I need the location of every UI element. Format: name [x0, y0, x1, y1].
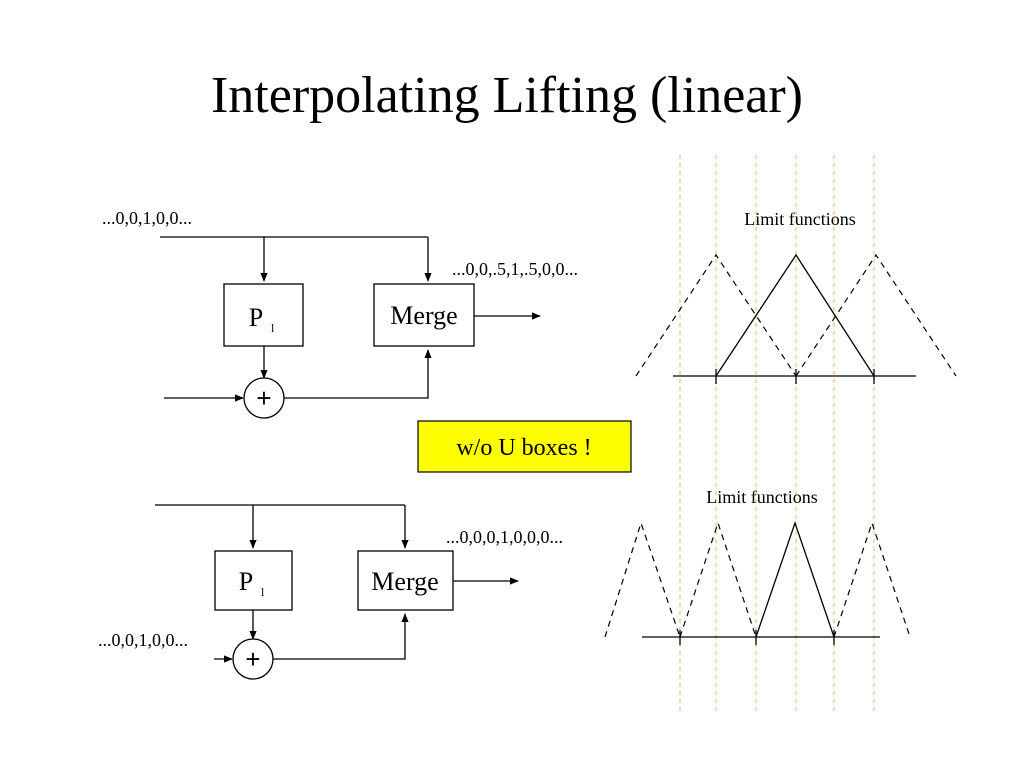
- bottom-lifting-diagram: P l Merge ...0,0,0,1,0,0,0... ...0,0,1,0…: [98, 504, 563, 680]
- note-text: w/o U boxes !: [456, 435, 591, 461]
- note-box: w/o U boxes !: [417, 420, 632, 473]
- top-limit-function-center: [715, 253, 875, 377]
- bottom-limit-function-4: [833, 521, 911, 638]
- bottom-adder-symbol: +: [245, 644, 260, 674]
- guide-lines: [679, 155, 875, 715]
- top-predict-subscript: l: [271, 321, 275, 335]
- bottom-output-sequence: ...0,0,0,1,0,0,0...: [446, 527, 563, 547]
- bottom-merge-label: Merge: [371, 567, 438, 596]
- top-plot-title: Limit functions: [744, 209, 856, 229]
- top-limit-functions-plot: Limit functions: [635, 209, 957, 384]
- top-adder-symbol: +: [256, 383, 271, 413]
- top-arrow-adder-to-merge: [284, 349, 432, 399]
- top-input-sequence: ...0,0,1,0,0...: [102, 208, 192, 228]
- top-merge-label: Merge: [390, 301, 457, 330]
- bottom-predict-subscript: l: [261, 585, 265, 599]
- bottom-limit-functions-plot: Limit functions: [604, 487, 911, 645]
- page-title: Interpolating Lifting (linear): [211, 67, 803, 124]
- note-background: [417, 420, 632, 473]
- bottom-plot-title: Limit functions: [706, 487, 818, 507]
- bottom-limit-function-2: [679, 521, 757, 638]
- bottom-predict-label: P: [239, 567, 253, 596]
- top-limit-function-right: [795, 253, 957, 377]
- top-limit-function-left: [635, 253, 797, 377]
- top-predict-label: P: [249, 303, 263, 332]
- bottom-limit-function-1: [604, 521, 681, 638]
- top-lifting-diagram: ...0,0,1,0,0... P l Merge ...0,0,.5,1,.5…: [102, 208, 578, 419]
- bottom-arrow-adder-to-merge: [273, 613, 409, 660]
- bottom-predict-box: [214, 550, 293, 611]
- top-output-sequence: ...0,0,.5,1,.5,0,0...: [452, 259, 578, 279]
- top-merge-box: [373, 283, 475, 347]
- top-predict-box: [223, 283, 304, 347]
- bottom-input-sequence: ...0,0,1,0,0...: [98, 630, 188, 650]
- bottom-limit-function-3: [755, 520, 835, 638]
